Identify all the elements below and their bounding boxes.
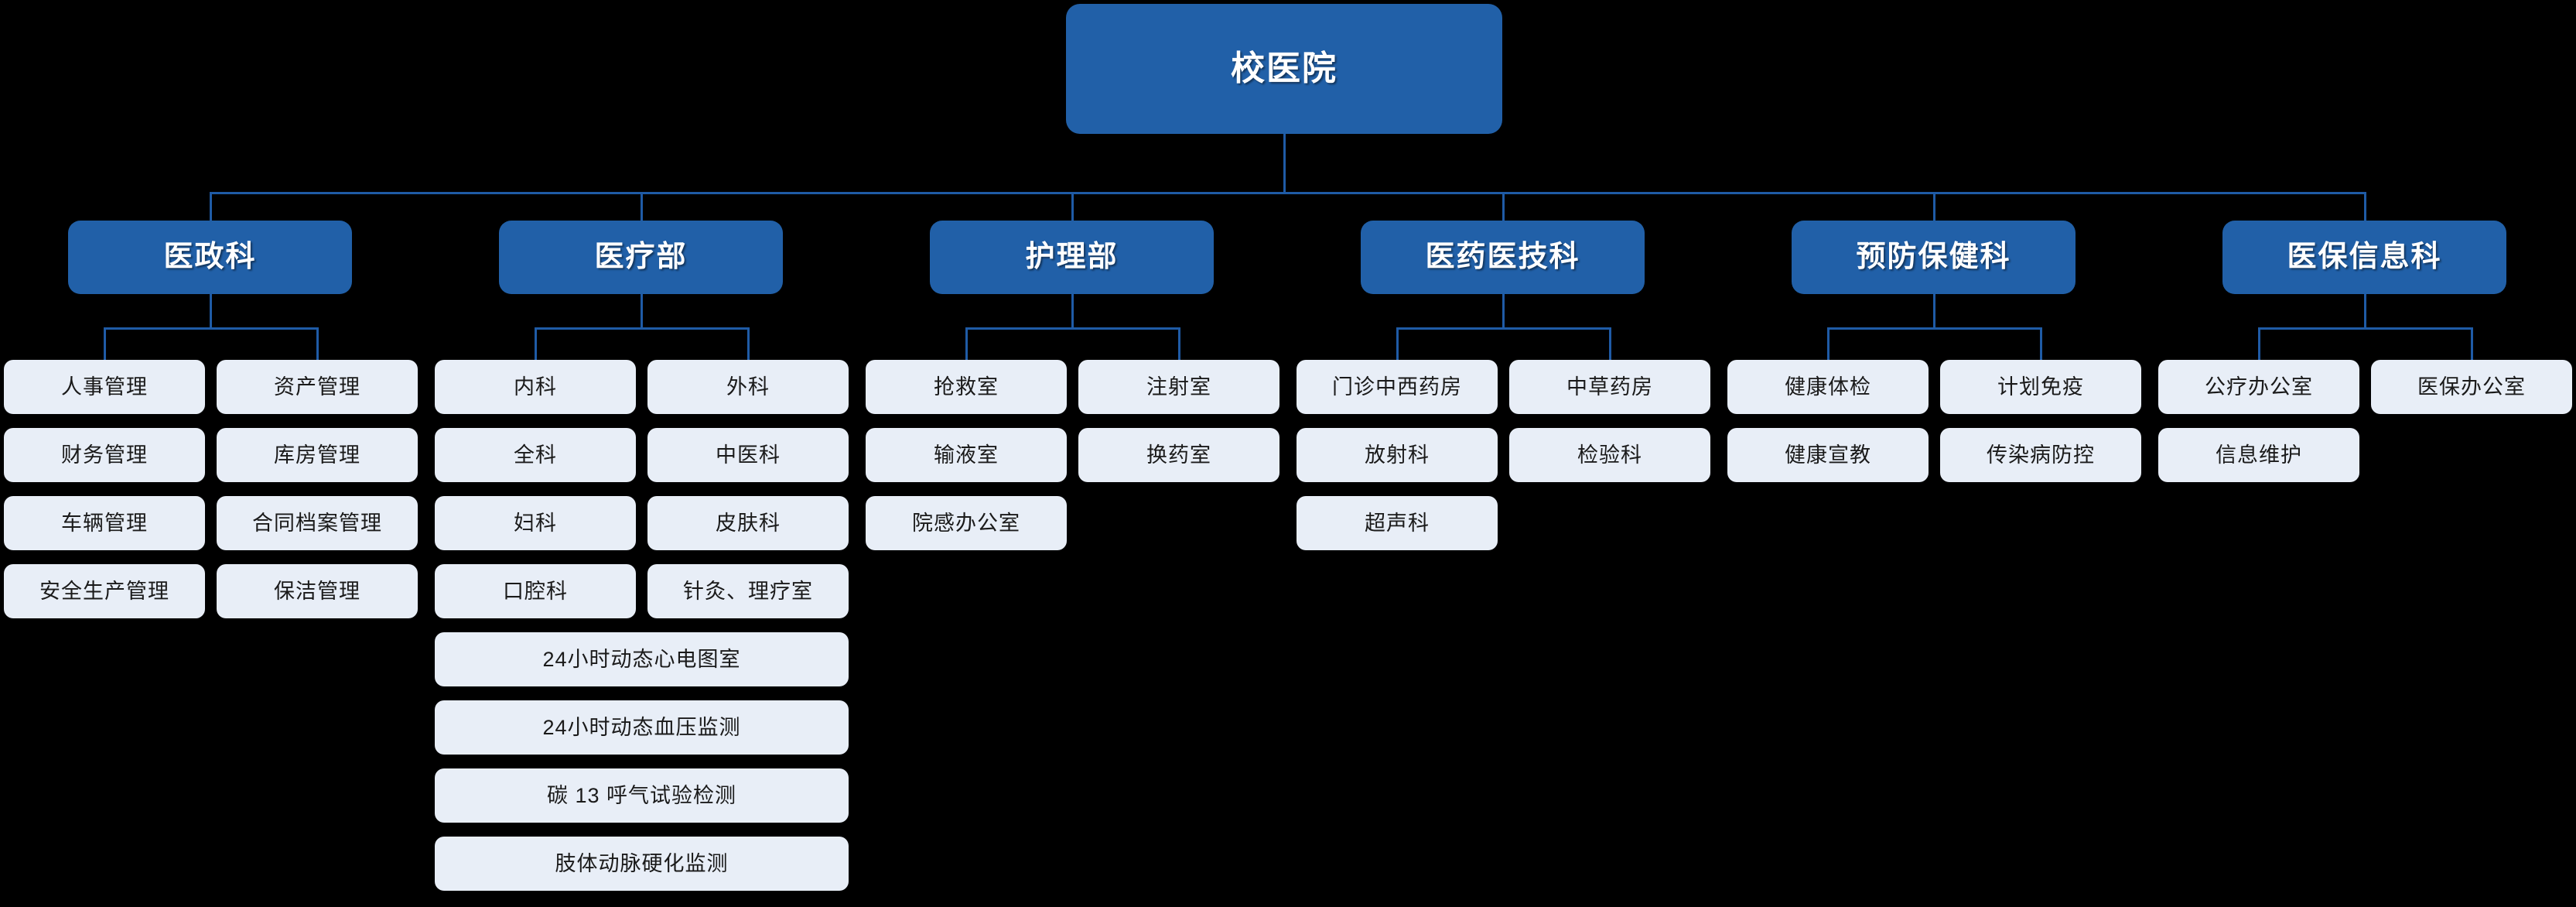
dept-branch-connector: [966, 327, 1179, 330]
leaf-node-1-8[interactable]: 保洁管理: [217, 564, 418, 618]
dept-branch-connector: [1397, 327, 1610, 330]
dept-node-2[interactable]: 医疗部: [499, 221, 783, 294]
leaf-node-2-6[interactable]: 皮肤科: [647, 496, 849, 550]
dept-branch-stem: [1502, 294, 1505, 330]
leaf-node-2-7[interactable]: 口腔科: [435, 564, 636, 618]
leaf-node-5-1[interactable]: 健康体检: [1727, 360, 1929, 414]
leaf-node-4-1[interactable]: 门诊中西药房: [1297, 360, 1498, 414]
leaf-node-1-6[interactable]: 合同档案管理: [217, 496, 418, 550]
dept-branch-connector: [1828, 327, 2041, 330]
leaf-node-2-10[interactable]: 24小时动态血压监测: [435, 700, 849, 755]
trunk-connector: [210, 192, 2365, 194]
leaf-node-4-3[interactable]: 放射科: [1297, 428, 1498, 482]
dept-node-4[interactable]: 医药医技科: [1361, 221, 1645, 294]
leaf-node-2-8[interactable]: 针灸、理疗室: [647, 564, 849, 618]
dept-node-3[interactable]: 护理部: [930, 221, 1214, 294]
leaf-node-1-1[interactable]: 人事管理: [4, 360, 205, 414]
dept-node-6[interactable]: 医保信息科: [2222, 221, 2506, 294]
leaf-drop-connector: [1396, 327, 1399, 360]
leaf-node-4-2[interactable]: 中草药房: [1509, 360, 1710, 414]
leaf-drop-connector: [104, 327, 106, 360]
leaf-node-3-4[interactable]: 换药室: [1078, 428, 1279, 482]
leaf-drop-connector: [2258, 327, 2260, 360]
leaf-drop-connector: [1609, 327, 1611, 360]
dept-drop-connector: [1932, 192, 1935, 221]
leaf-drop-connector: [535, 327, 537, 360]
dept-branch-stem: [209, 294, 212, 330]
leaf-node-2-3[interactable]: 全科: [435, 428, 636, 482]
dept-branch-stem: [1932, 294, 1935, 330]
dept-drop-connector: [1071, 192, 1074, 221]
leaf-node-6-2[interactable]: 医保办公室: [2371, 360, 2572, 414]
dept-drop-connector: [640, 192, 643, 221]
leaf-node-2-1[interactable]: 内科: [435, 360, 636, 414]
leaf-drop-connector: [1827, 327, 1830, 360]
dept-drop-connector: [1502, 192, 1505, 221]
dept-branch-stem: [1071, 294, 1074, 330]
leaf-node-4-5[interactable]: 超声科: [1297, 496, 1498, 550]
leaf-drop-connector: [747, 327, 750, 360]
leaf-node-2-4[interactable]: 中医科: [647, 428, 849, 482]
leaf-node-6-1[interactable]: 公疗办公室: [2158, 360, 2359, 414]
root-node-xiaoyiyuan[interactable]: 校医院: [1066, 4, 1502, 134]
dept-branch-connector: [535, 327, 748, 330]
leaf-node-2-9[interactable]: 24小时动态心电图室: [435, 632, 849, 686]
dept-node-1[interactable]: 医政科: [68, 221, 352, 294]
leaf-node-3-1[interactable]: 抢救室: [866, 360, 1067, 414]
dept-node-5[interactable]: 预防保健科: [1792, 221, 2075, 294]
leaf-node-2-5[interactable]: 妇科: [435, 496, 636, 550]
dept-branch-stem: [640, 294, 643, 330]
leaf-node-2-2[interactable]: 外科: [647, 360, 849, 414]
leaf-node-6-3[interactable]: 信息维护: [2158, 428, 2359, 482]
leaf-node-3-3[interactable]: 输液室: [866, 428, 1067, 482]
root-stem-connector: [1283, 134, 1286, 194]
dept-branch-stem: [2363, 294, 2366, 330]
leaf-node-4-4[interactable]: 检验科: [1509, 428, 1710, 482]
dept-drop-connector: [209, 192, 212, 221]
leaf-node-1-5[interactable]: 车辆管理: [4, 496, 205, 550]
leaf-drop-connector: [2471, 327, 2473, 360]
dept-branch-connector: [104, 327, 317, 330]
leaf-drop-connector: [2040, 327, 2042, 360]
leaf-node-2-12[interactable]: 肢体动脉硬化监测: [435, 837, 849, 891]
leaf-node-1-7[interactable]: 安全生产管理: [4, 564, 205, 618]
leaf-drop-connector: [316, 327, 319, 360]
leaf-node-1-2[interactable]: 资产管理: [217, 360, 418, 414]
leaf-drop-connector: [1178, 327, 1180, 360]
leaf-node-3-5[interactable]: 院感办公室: [866, 496, 1067, 550]
dept-branch-connector: [2259, 327, 2472, 330]
leaf-node-2-11[interactable]: 碳 13 呼气试验检测: [435, 768, 849, 823]
leaf-node-5-3[interactable]: 健康宣教: [1727, 428, 1929, 482]
leaf-node-5-4[interactable]: 传染病防控: [1940, 428, 2141, 482]
leaf-drop-connector: [965, 327, 968, 360]
leaf-node-3-2[interactable]: 注射室: [1078, 360, 1279, 414]
leaf-node-1-3[interactable]: 财务管理: [4, 428, 205, 482]
leaf-node-5-2[interactable]: 计划免疫: [1940, 360, 2141, 414]
dept-drop-connector: [2363, 192, 2366, 221]
leaf-node-1-4[interactable]: 库房管理: [217, 428, 418, 482]
